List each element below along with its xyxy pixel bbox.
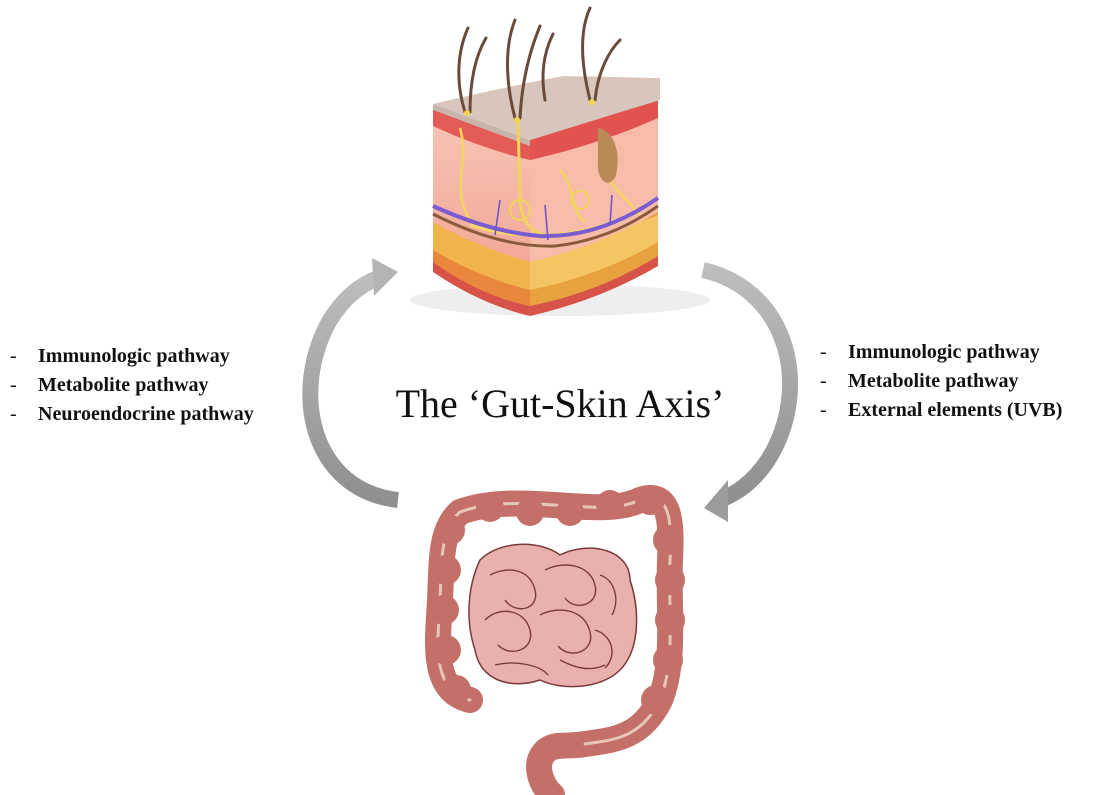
list-bullet: - [820,338,848,367]
skin-cross-section-illustration [410,8,710,316]
list-bullet: - [820,396,848,425]
list-bullet: - [820,367,848,396]
pathway-label: Immunologic pathway [848,341,1040,363]
list-bullet: - [10,400,38,429]
right-pathway-list: -Immunologic pathway -Metabolite pathway… [820,338,1062,425]
pathway-label: Neuroendocrine pathway [38,403,254,425]
list-item: -Metabolite pathway [820,367,1062,396]
list-item: -Metabolite pathway [10,371,254,400]
left-cycle-arrow [310,258,398,500]
list-bullet: - [10,342,38,371]
list-item: -Immunologic pathway [820,338,1062,367]
pathway-label: Immunologic pathway [38,345,230,367]
pathway-label: Metabolite pathway [38,374,209,396]
diagram-title: The ‘Gut-Skin Axis’ [360,380,760,427]
list-item: -External elements (UVB) [820,396,1062,425]
pathway-label: Metabolite pathway [848,370,1019,392]
list-bullet: - [10,371,38,400]
pathway-label: External elements (UVB) [848,399,1062,421]
intestine-illustration [429,485,685,795]
list-item: -Neuroendocrine pathway [10,400,254,429]
list-item: -Immunologic pathway [10,342,254,371]
left-pathway-list: -Immunologic pathway -Metabolite pathway… [10,342,254,429]
